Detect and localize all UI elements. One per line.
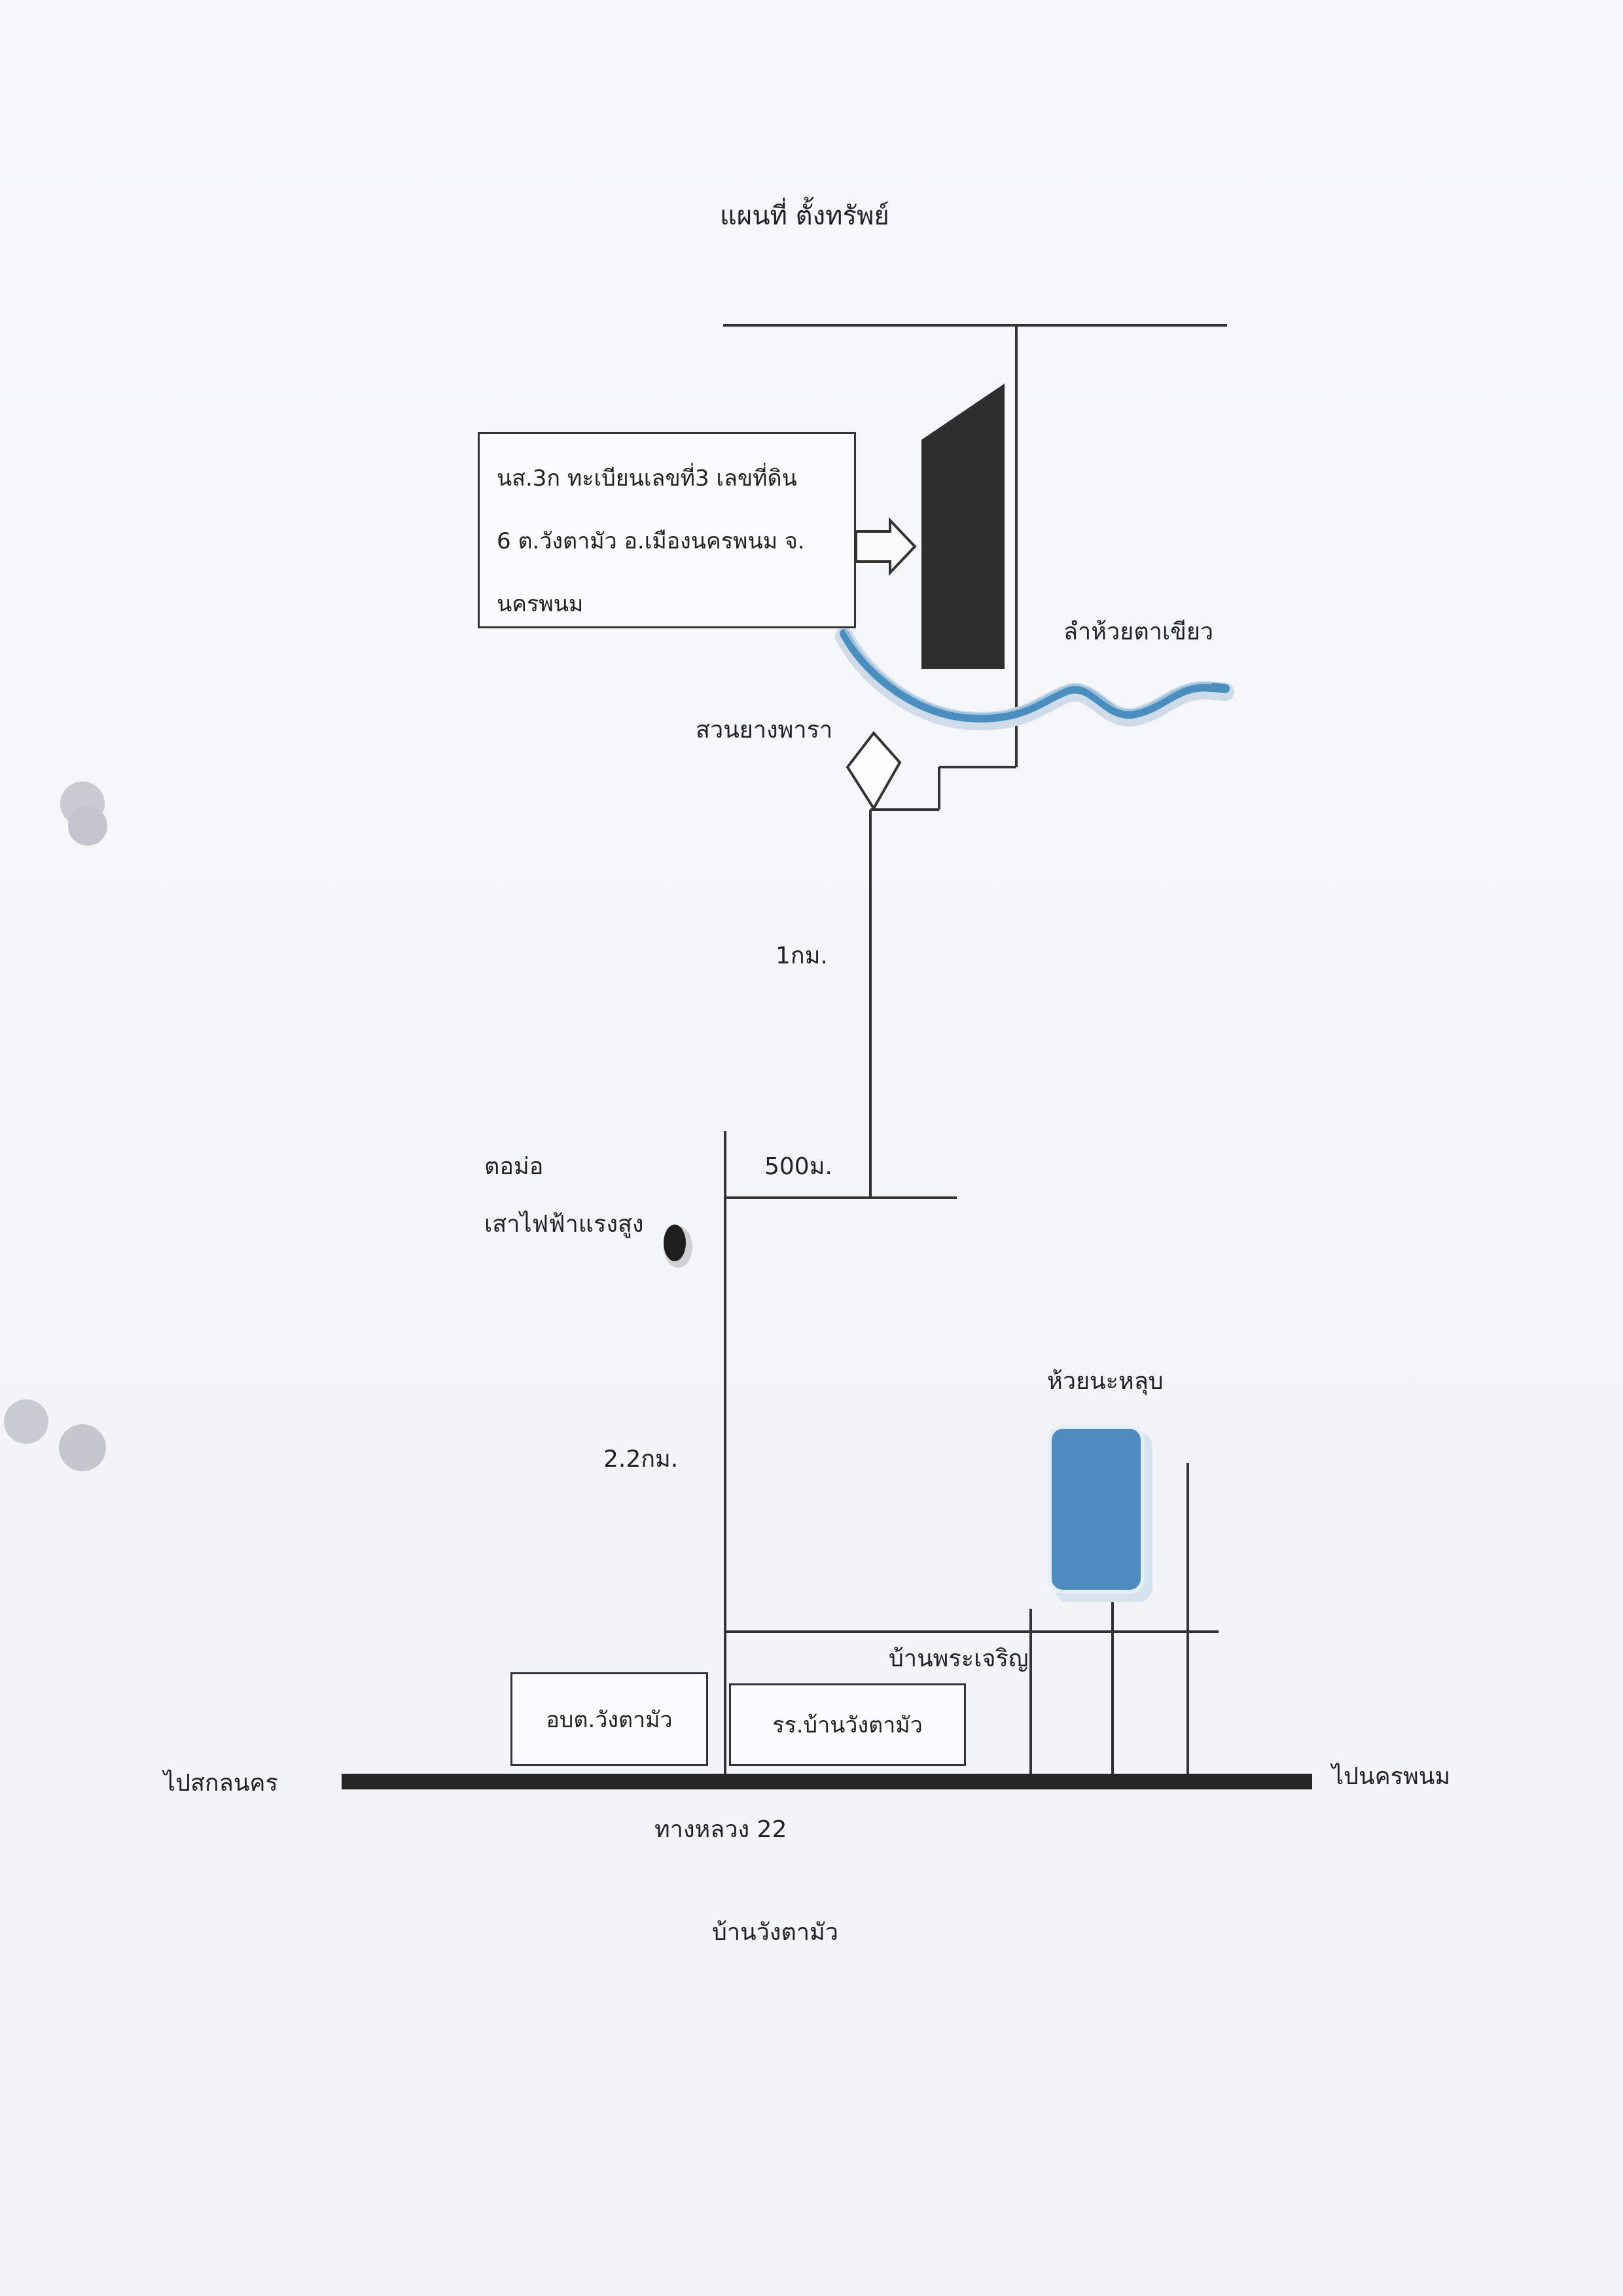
land-parcel-shape [921, 384, 1005, 669]
village-pracharoen-label: บ้านพระเจริญ [889, 1645, 1029, 1672]
pond-label: ห้วยนะหลุบ [1047, 1368, 1164, 1395]
parcel-info-box: นส.3ก ทะเบียนเลขที่3 เลขที่ดิน 6 ต.วังตา… [478, 432, 856, 628]
school-label: รร.บ้านวังตามัว [772, 1712, 923, 1738]
distance-500m-label: 500ม. [764, 1153, 832, 1180]
pylon-label-line1: ตอม่อ [484, 1153, 544, 1180]
stream-water [840, 629, 1230, 723]
stream-highlight [844, 628, 1212, 715]
school-box: รร.บ้านวังตามัว [729, 1683, 966, 1766]
parcel-info-line: 6 ต.วังตามัว อ.เมืองนครพนม จ. [497, 528, 805, 554]
pointer-arrow [855, 516, 917, 577]
punch-hole [4, 1399, 48, 1444]
stream-label: ลำห้วยตาเขียว [1063, 619, 1214, 645]
rubber-garden-icon [846, 730, 902, 811]
sao-office-label: อบต.วังตามัว [546, 1706, 673, 1733]
distance-2-2km-label: 2.2กม. [603, 1446, 679, 1473]
parcel-info-line: นครพนม [497, 591, 584, 617]
sao-office-box: อบต.วังตามัว [510, 1672, 708, 1766]
to-nakhon-phanom-label: ไปนครพนม [1332, 1763, 1451, 1790]
village-label: บ้านวังตามัว [712, 1919, 839, 1946]
highway-label: ทางหลวง 22 [654, 1816, 787, 1843]
punch-hole [68, 806, 107, 846]
pond-water [1048, 1425, 1145, 1594]
pylon-marker [664, 1225, 686, 1261]
rubber-garden-label: สวนยางพารา [696, 717, 833, 744]
to-sakon-label: ไปสกลนคร [164, 1770, 278, 1797]
map-title: แผนที่ ตั้งทรัพย์ [720, 201, 889, 231]
parcel-info-line: นส.3ก ทะเบียนเลขที่3 เลขที่ดิน [497, 465, 797, 492]
punch-hole [59, 1424, 106, 1471]
pylon-label-line2: เสาไฟฟ้าแรงสูง [484, 1211, 644, 1238]
distance-1km-label: 1กม. [776, 942, 828, 969]
